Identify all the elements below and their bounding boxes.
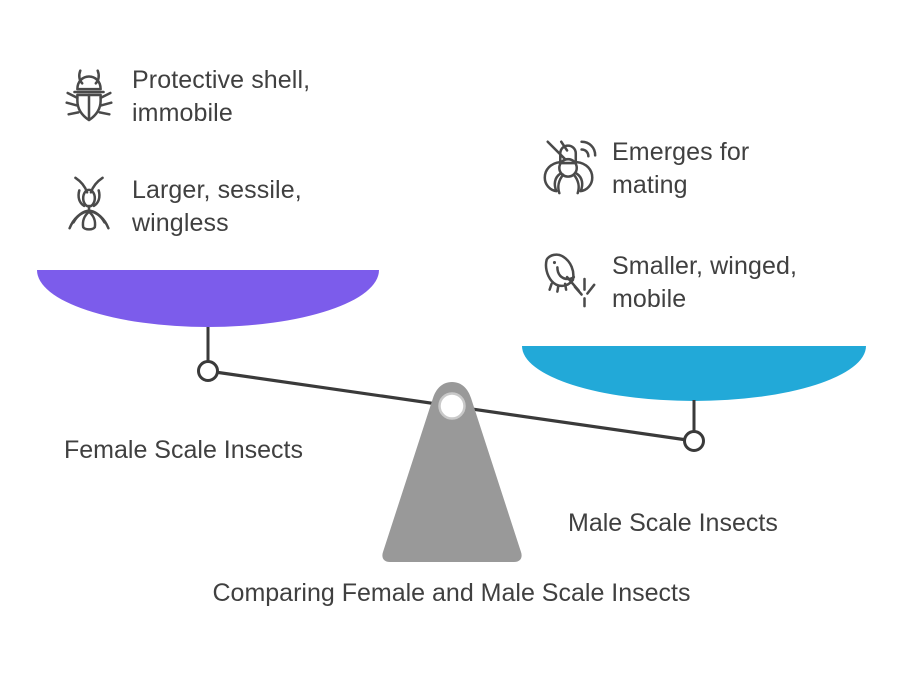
- mite-antenna-icon: [543, 140, 597, 195]
- female-pan: [37, 270, 379, 327]
- female-pan-label: Female Scale Insects: [64, 436, 303, 464]
- feature-label: Emerges for mating: [612, 138, 750, 199]
- feature-label: Protective shell, immobile: [132, 66, 311, 127]
- feature-label: Larger, sessile, wingless: [132, 176, 302, 237]
- diagram-caption: Comparing Female and Male Scale Insects: [212, 579, 691, 607]
- winged-insect-icon: [544, 253, 596, 308]
- ant-icon: [68, 176, 110, 231]
- male-beam-joint: [683, 430, 705, 452]
- female-beam-joint: [197, 360, 219, 382]
- fulcrum-pivot: [438, 392, 466, 420]
- feature-protective-shell: Protective shell, immobile: [58, 62, 388, 130]
- beetle-icon: [65, 69, 113, 122]
- male-pan: [522, 346, 866, 401]
- feature-emerges-for-mating: Emerges for mating: [538, 134, 878, 202]
- fulcrum: [382, 382, 522, 562]
- feature-smaller-winged: Smaller, winged, mobile: [538, 248, 883, 316]
- feature-larger-sessile: Larger, sessile, wingless: [58, 172, 388, 240]
- male-pan-label: Male Scale Insects: [568, 509, 778, 537]
- feature-label: Smaller, winged, mobile: [612, 252, 798, 313]
